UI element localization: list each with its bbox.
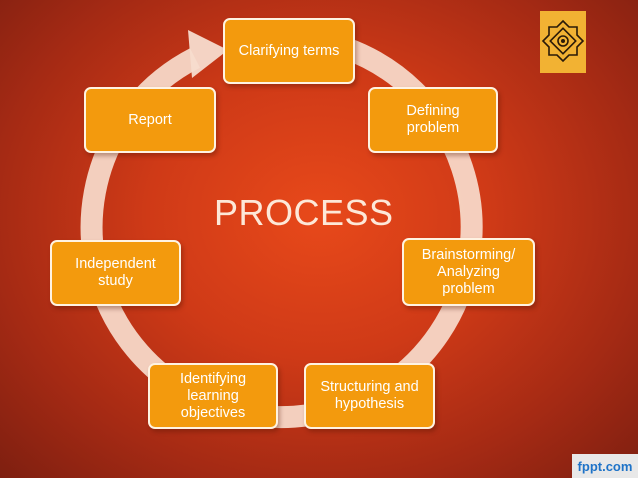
step-independent-study: Independent study xyxy=(50,240,181,306)
step-structuring: Structuring and hypothesis xyxy=(304,363,435,429)
step-label: Identifying learning objectives xyxy=(179,370,247,421)
step-defining-problem: Defining problem xyxy=(368,87,498,153)
cycle-arrowhead xyxy=(188,30,228,78)
emblem-logo-icon xyxy=(540,11,586,73)
watermark: fppt.com xyxy=(572,454,638,478)
step-label: Independent study xyxy=(75,256,156,289)
step-label: Structuring and hypothesis xyxy=(320,379,419,412)
step-label: Report xyxy=(128,111,172,128)
step-label: Brainstorming/ Analyzing problem xyxy=(421,246,516,297)
step-label: Clarifying terms xyxy=(238,42,340,59)
step-label: Defining problem xyxy=(406,103,460,136)
step-clarifying-terms: Clarifying terms xyxy=(223,18,355,84)
step-brainstorming: Brainstorming/ Analyzing problem xyxy=(402,238,535,306)
diagram-title: PROCESS xyxy=(214,192,394,233)
step-identifying-objectives: Identifying learning objectives xyxy=(148,363,278,429)
step-report: Report xyxy=(84,87,216,153)
cycle-arrow-icon xyxy=(80,37,483,429)
